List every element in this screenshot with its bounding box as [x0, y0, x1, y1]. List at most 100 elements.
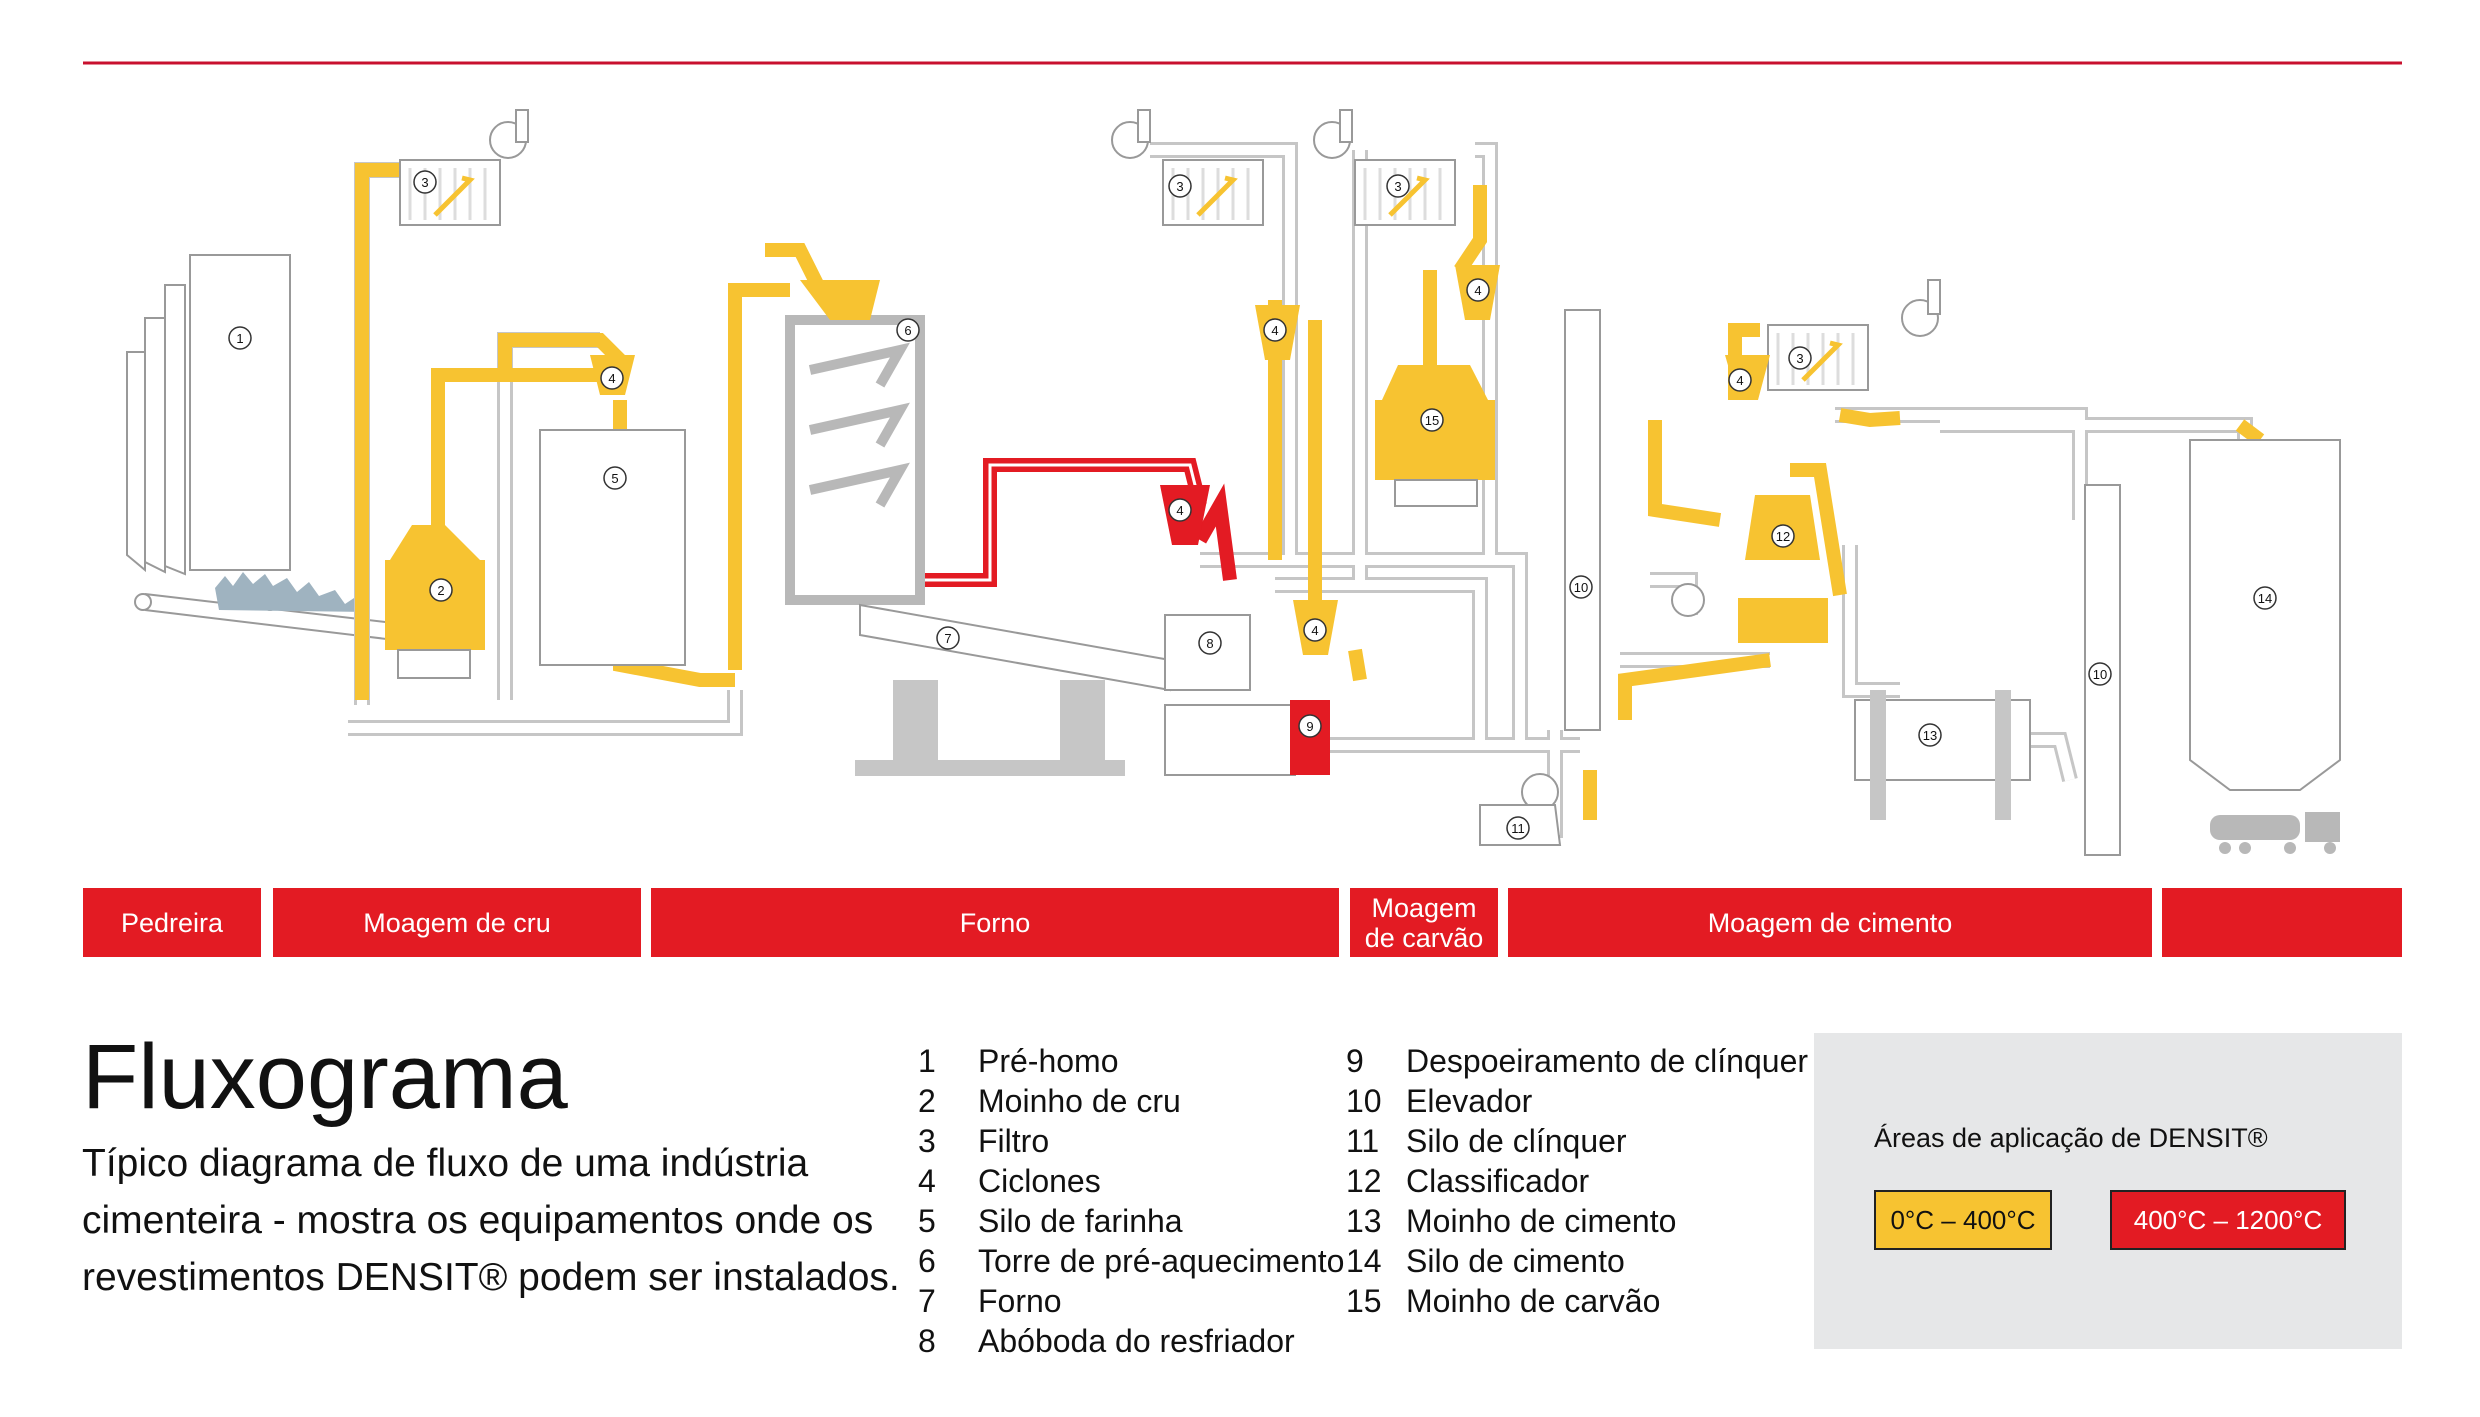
- page-title: Fluxograma: [82, 1026, 568, 1128]
- unit-marker-number: 2: [437, 583, 444, 598]
- preheater-tower: [785, 315, 925, 605]
- unit-marker-number: 4: [1176, 503, 1183, 518]
- legend-item: 3 Filtro: [918, 1121, 1344, 1161]
- unit-marker-circle: [896, 318, 920, 342]
- cement-silo: [2189, 439, 2341, 791]
- section-label: Moagem de cimento: [1707, 907, 1953, 938]
- unit-marker-circle: [228, 326, 252, 350]
- section-band-pedreira: Pedreira: [83, 888, 261, 957]
- separator: [1738, 495, 1828, 643]
- application-areas-box: Áreas de aplicação de DENSIT® 0°C – 400°…: [1814, 1033, 2402, 1349]
- unit-marker-number: 3: [1394, 179, 1401, 194]
- unit-marker-number: 3: [1796, 351, 1803, 366]
- legend-number: 2: [918, 1083, 936, 1119]
- unit-marker-number: 10: [1574, 580, 1588, 595]
- legend-label: Pré-homo: [978, 1043, 1119, 1079]
- legend-item: 10 Elevador: [1346, 1081, 1808, 1121]
- unit-marker-number: 4: [1311, 623, 1318, 638]
- unit-marker-number: 7: [944, 631, 951, 646]
- unit-marker-number: 3: [421, 175, 428, 190]
- legend-number: 11: [1346, 1123, 1380, 1159]
- legend-label: Silo de farinha: [978, 1203, 1183, 1239]
- legend-number: 4: [918, 1163, 936, 1199]
- legend-label: Silo de clínquer: [1406, 1123, 1627, 1159]
- unit-marker-circle: [1263, 318, 1287, 342]
- unit-marker-circle: [936, 626, 960, 650]
- section-band-moagem-cru: Moagem de cru: [273, 888, 641, 957]
- unit-marker-circle: [429, 578, 453, 602]
- unit-marker-circle: [1420, 408, 1444, 432]
- unit-marker-number: 12: [1776, 529, 1790, 544]
- unit-marker-circle: [1303, 618, 1327, 642]
- unit-marker-circle: [1386, 174, 1410, 198]
- legend-number: 12: [1346, 1163, 1382, 1199]
- legend-column-2: 9 Despoeiramento de clínquer 10 Elevador 1…: [1346, 1041, 1808, 1321]
- unit-marker-number: 3: [1176, 179, 1183, 194]
- unit-marker-circle: [1728, 368, 1752, 392]
- unit-marker-circle: [1788, 346, 1812, 370]
- unit-marker-number: 8: [1206, 636, 1213, 651]
- legend-label: Torre de pré-aquecimento: [978, 1243, 1345, 1279]
- legend-number: 5: [918, 1203, 936, 1239]
- legend-item: 11 Silo de clínquer: [1346, 1121, 1808, 1161]
- legend-label: Moinho de carvão: [1406, 1283, 1661, 1319]
- legend-number: 8: [918, 1323, 936, 1359]
- section-label: Moagem de carvão: [1364, 892, 1484, 953]
- low-temp-swatch: 0°C – 400°C: [1874, 1190, 2052, 1250]
- unit-marker-circle: [603, 466, 627, 490]
- legend-label: Moinho de cimento: [1406, 1203, 1677, 1239]
- unit-marker-circle: [1506, 816, 1530, 840]
- section-band-expedicao: [2162, 888, 2402, 957]
- unit-marker-number: 4: [1736, 373, 1743, 388]
- pre-homo-silos: [126, 254, 291, 576]
- unit-marker-circle: [1771, 524, 1795, 548]
- coal-mill: [1375, 365, 1495, 507]
- legend-item: 8 Abóboda do resfriador: [918, 1321, 1344, 1361]
- legend-label: Moinho de cru: [978, 1083, 1181, 1119]
- raw-mill: [385, 525, 485, 679]
- legend-number: 10: [1346, 1083, 1382, 1119]
- unit-marker-number: 4: [1474, 283, 1481, 298]
- preheater-top-cyclone: [800, 280, 880, 320]
- legend-label: Despoeiramento de clínquer: [1406, 1043, 1809, 1079]
- unit-marker-circle: [2088, 662, 2112, 686]
- legend-number: 7: [918, 1283, 936, 1319]
- raw-material-pile: [215, 572, 369, 612]
- unit-marker-circle: [1466, 278, 1490, 302]
- unit-marker-circle: [1918, 723, 1942, 747]
- legend-item: 13 Moinho de cimento: [1346, 1201, 1808, 1241]
- legend-number: 14: [1346, 1243, 1382, 1279]
- unit-marker-number: 10: [2093, 667, 2107, 682]
- legend-number: 1: [918, 1043, 936, 1079]
- high-temp-duct-inner: [878, 463, 1202, 582]
- unit-marker-circle: [600, 366, 624, 390]
- legend-item: 14 Silo de cimento: [1346, 1241, 1808, 1281]
- legend-label: Abóboda do resfriador: [978, 1323, 1295, 1359]
- legend-number: 3: [918, 1123, 936, 1159]
- legend-number: 13: [1346, 1203, 1382, 1239]
- legend-item: 2 Moinho de cru: [918, 1081, 1344, 1121]
- filter-units: [399, 159, 1869, 391]
- unit-marker-circle: [1198, 631, 1222, 655]
- legend-label: Elevador: [1406, 1083, 1533, 1119]
- cement-mill: [1854, 690, 2031, 820]
- legend-item: 1 Pré-homo: [918, 1041, 1344, 1081]
- unit-marker-number: 4: [1271, 323, 1278, 338]
- unit-marker-number: 6: [904, 323, 911, 338]
- unit-marker-circle: [1298, 714, 1322, 738]
- legend-label: Silo de cimento: [1406, 1243, 1625, 1279]
- unit-marker-number: 5: [611, 471, 618, 486]
- legend-number: 9: [1346, 1043, 1364, 1079]
- unit-marker-circle: [1168, 498, 1192, 522]
- legend-item: 9 Despoeiramento de clínquer: [1346, 1041, 1808, 1081]
- cooler: [1164, 614, 1296, 776]
- unit-marker-number: 9: [1306, 719, 1313, 734]
- legend-label: Filtro: [978, 1123, 1050, 1159]
- unit-marker-number: 11: [1511, 821, 1525, 836]
